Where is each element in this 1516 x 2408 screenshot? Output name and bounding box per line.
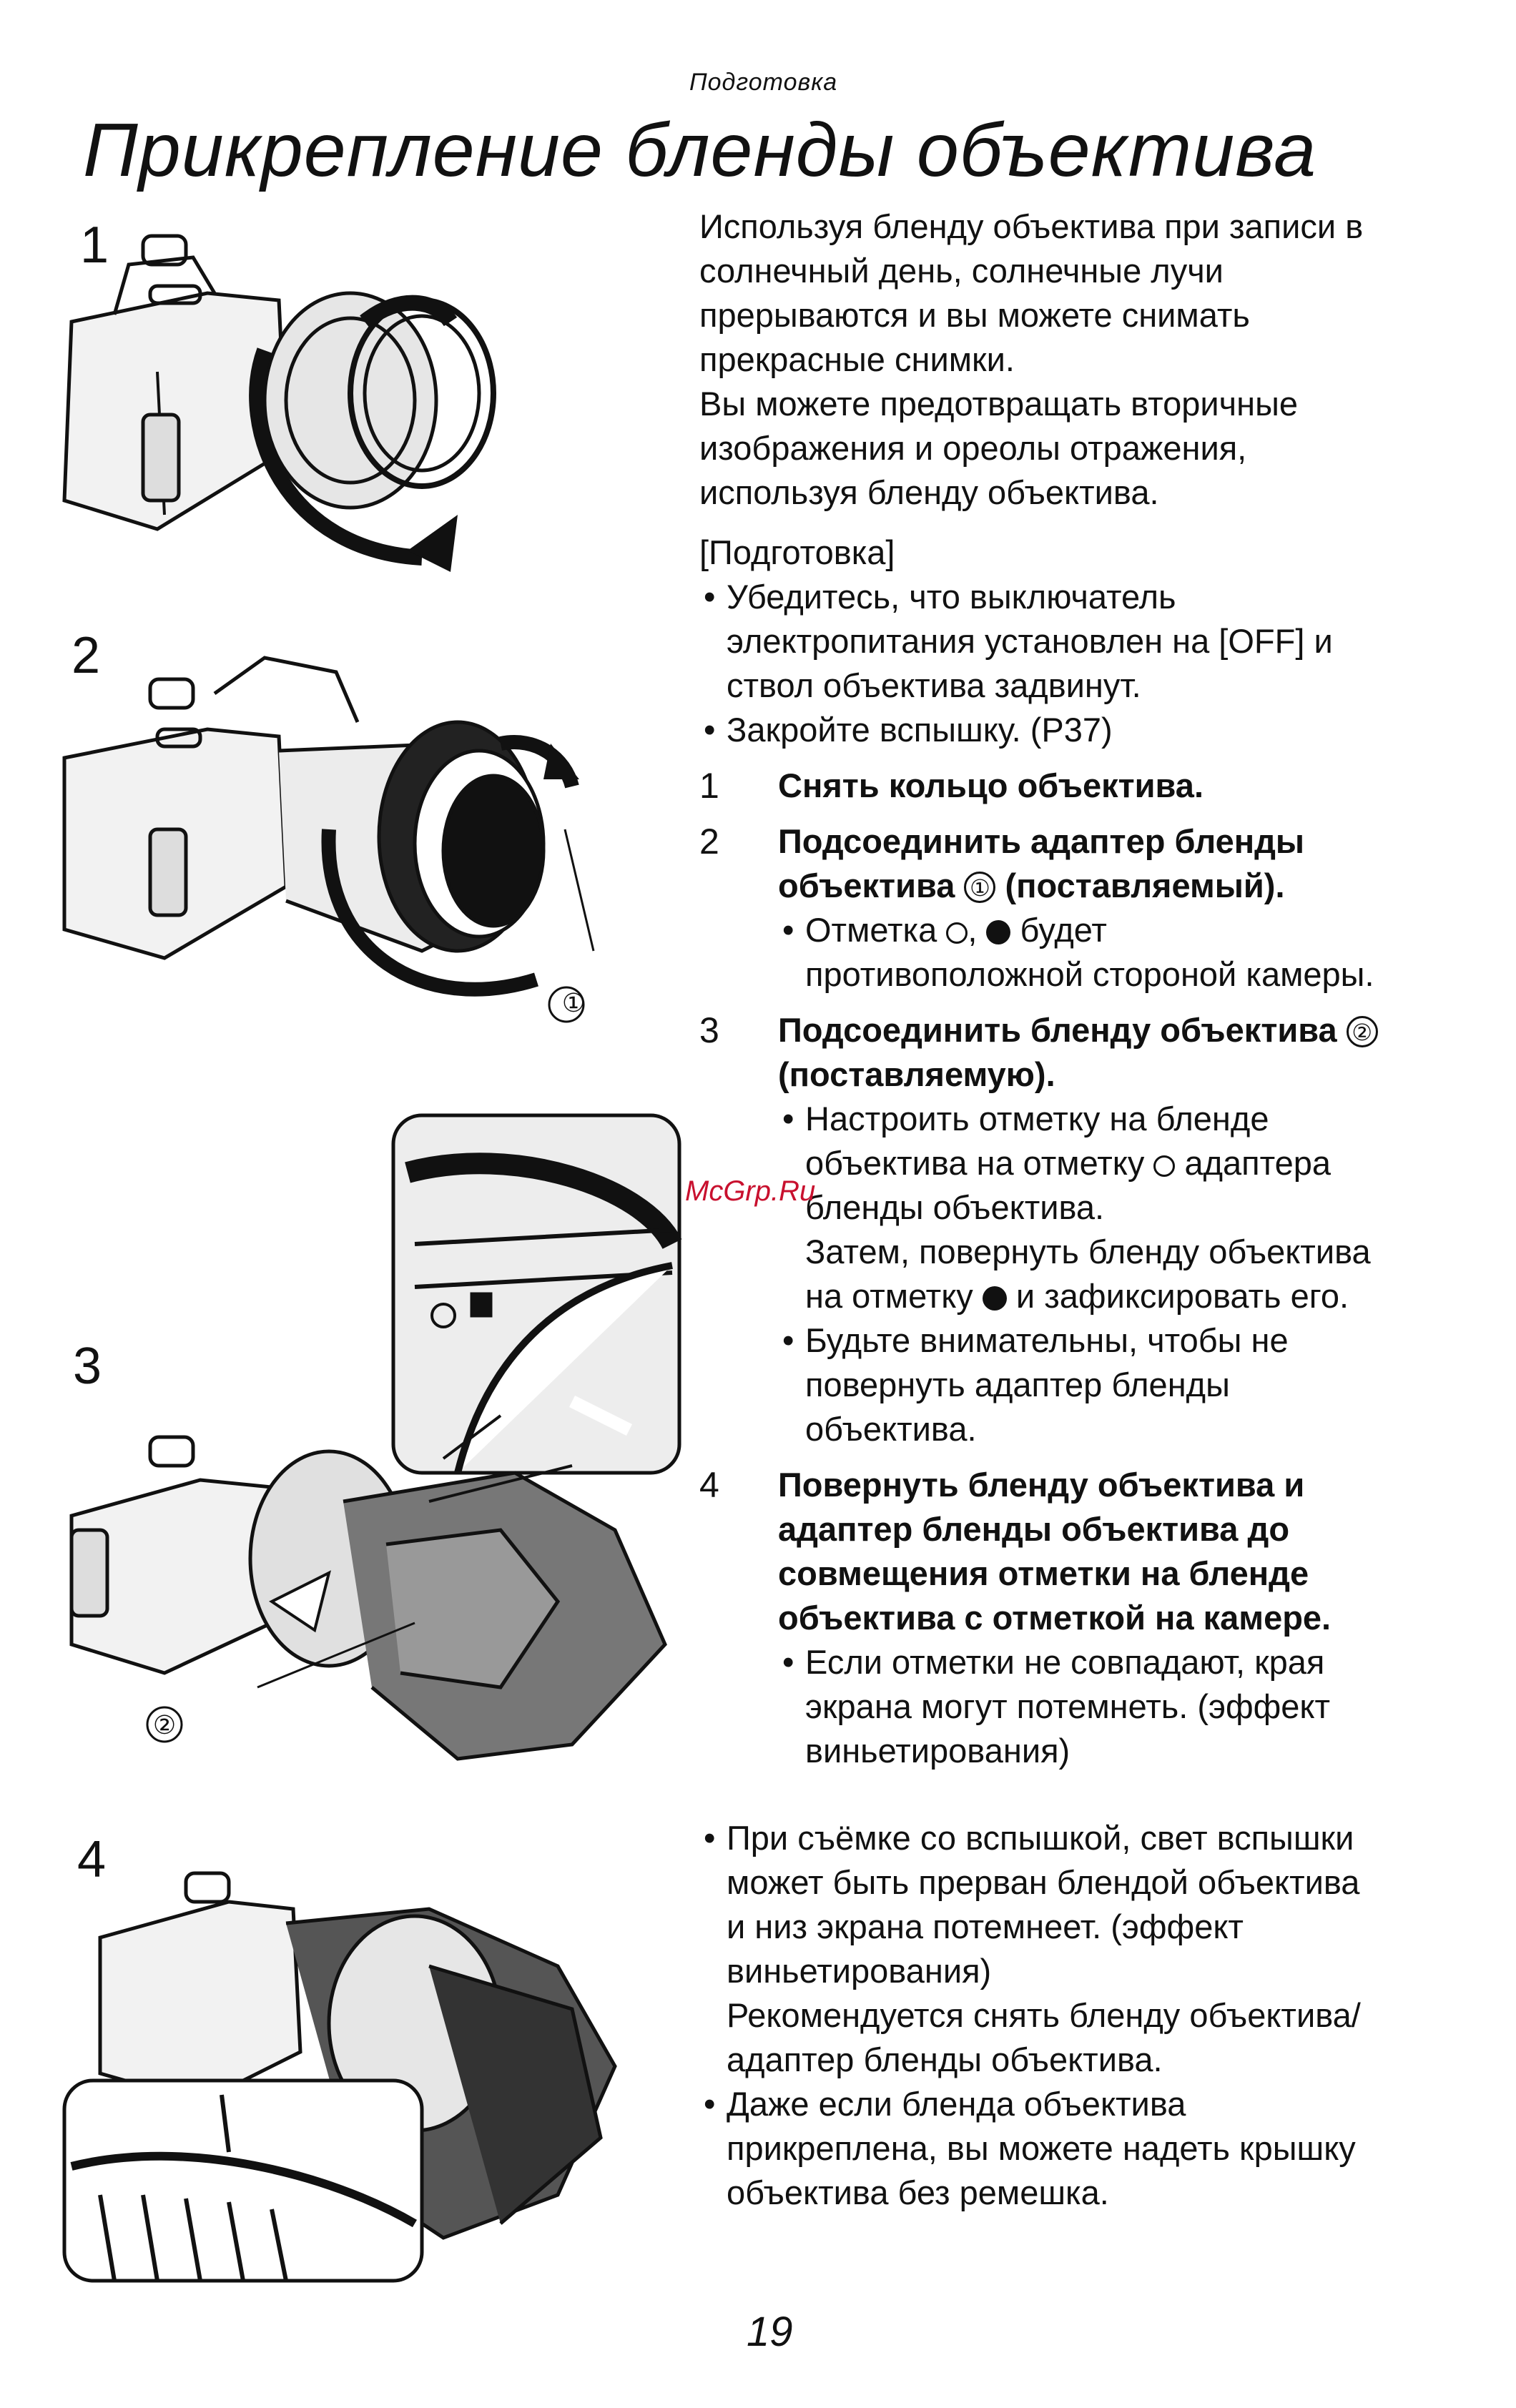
text-span: (поставляемый). xyxy=(1005,867,1285,904)
step-4-note: Если отметки не совпадают, края экрана м… xyxy=(778,1640,1472,1773)
filled-circle-mark-icon xyxy=(982,1286,1007,1311)
step-number: 2 xyxy=(699,821,719,862)
text-line: объектива без ремешка. xyxy=(727,2173,1109,2211)
text-line: изображения и ореолы отражения, xyxy=(699,429,1247,467)
text-line: объектива с отметкой на камере. xyxy=(778,1599,1332,1637)
step-heading: Повернуть бленду объектива и адаптер бле… xyxy=(778,1463,1472,1640)
text-line: Рекомендуется снять бленду объектива/ xyxy=(727,1996,1361,2034)
step-heading: Подсоединить адаптер бленды xyxy=(778,822,1305,860)
text-line: и низ экрана потемнеет. (эффект xyxy=(727,1908,1244,1945)
step-number: 3 xyxy=(699,1010,719,1050)
text-line: ствол объектива задвинут. xyxy=(727,666,1141,704)
step-3-note-2: Будьте внимательны, чтобы не повернуть а… xyxy=(778,1318,1472,1451)
text-line: виньетирования) xyxy=(805,1732,1070,1770)
text-line: прикреплена, вы можете надеть крышку xyxy=(727,2129,1356,2167)
figure-3-callout: ② xyxy=(152,1710,177,1740)
step-3-note-1-line: Затем, повернуть бленду объектива xyxy=(805,1233,1371,1270)
text-line: Даже если бленда объектива xyxy=(727,2085,1186,2123)
step-number: 4 xyxy=(699,1465,719,1505)
text-span: , xyxy=(968,911,978,949)
text-line: используя бленду объектива. xyxy=(699,473,1159,511)
text-line: объектива. xyxy=(805,1410,977,1448)
step-2: 2 Подсоединить адаптер бленды объектива … xyxy=(699,819,1472,997)
final-bullet-2: Даже если бленда объектива прикреплена, … xyxy=(699,2082,1472,2215)
text-line: виньетирования) xyxy=(727,1952,992,1990)
text-line: может быть прерван блендой объектива xyxy=(727,1863,1360,1901)
text-span: на отметку xyxy=(805,1277,973,1315)
text-line: адаптер бленды объектива до xyxy=(778,1510,1290,1548)
text-line: Используя бленду объектива при записи в xyxy=(699,207,1364,245)
text-span: будет xyxy=(1020,911,1107,949)
figure-number-2: 2 xyxy=(72,627,101,684)
text-line: электропитания установлен на [OFF] и xyxy=(727,622,1333,660)
step-2-note: Отметка , будет xyxy=(778,908,1472,952)
intro-paragraph-2: Вы можете предотвращать вторичные изобра… xyxy=(699,382,1472,515)
prep-label: [Подготовка] xyxy=(699,533,895,571)
text-line: При съёмке со вспышкой, свет вспышки xyxy=(727,1819,1354,1857)
text-line: прекрасные снимки. xyxy=(699,340,1015,378)
prep-bullet-2: Закройте вспышку. (P37) xyxy=(699,708,1472,752)
callout-number-1: ① xyxy=(964,872,996,903)
step-3: 3 Подсоединить бленду объектива ② (поста… xyxy=(699,1008,1472,1451)
text-line: Будьте внимательны, чтобы не xyxy=(805,1321,1289,1359)
step-3-note-1-line: на отметку и зафиксировать его. xyxy=(778,1274,1472,1318)
callout-number-2: ② xyxy=(1346,1016,1378,1047)
watermark: McGrp.Ru xyxy=(685,1175,816,1207)
figure-2-illustration xyxy=(62,656,595,1023)
step-3-note-1: Настроить отметку на бленде xyxy=(778,1097,1472,1141)
figure-number-3: 3 xyxy=(73,1338,102,1395)
figure-number-4: 4 xyxy=(77,1831,107,1888)
step-1: 1 Снять кольцо объектива. xyxy=(699,764,1472,808)
figure-2-callout: ① xyxy=(561,988,586,1017)
hollow-circle-mark-icon xyxy=(1153,1155,1176,1177)
step-heading: Снять кольцо объектива. xyxy=(778,766,1204,804)
hollow-circle-mark-icon xyxy=(946,922,968,944)
step-2-note-cont: противоположной стороной камеры. xyxy=(805,955,1374,993)
filled-circle-mark-icon xyxy=(986,920,1011,944)
step-4: 4 Повернуть бленду объектива и адаптер б… xyxy=(699,1463,1472,1773)
text-span: объектива на отметку xyxy=(805,1144,1145,1182)
step-heading: Подсоединить бленду объектива ② xyxy=(778,1008,1472,1052)
step-heading-line-2: объектива ① (поставляемый). xyxy=(778,864,1472,908)
text-line: солнечный день, солнечные лучи xyxy=(699,252,1224,290)
text-line: прерываются и вы можете снимать xyxy=(699,296,1250,334)
instruction-column: Используя бленду объектива при записи в … xyxy=(699,204,1472,2215)
figure-number-1: 1 xyxy=(80,217,109,274)
figure-4-illustration xyxy=(62,1871,617,2283)
text-span: Подсоединить бленду объектива xyxy=(778,1011,1337,1049)
text-span: Отметка xyxy=(805,911,937,949)
page-title: Прикрепление бленды объектива xyxy=(83,108,1317,192)
text-line: повернуть адаптер бленды xyxy=(805,1366,1230,1403)
text-span: адаптера xyxy=(1184,1144,1332,1182)
text-line: Если отметки не совпадают, края xyxy=(805,1643,1325,1681)
step-number: 1 xyxy=(699,766,719,806)
text-span: и зафиксировать его. xyxy=(1015,1277,1349,1315)
prep-bullet-1: Убедитесь, что выключатель электропитани… xyxy=(699,575,1472,708)
text-line: совмещения отметки на бленде xyxy=(778,1554,1309,1592)
page-number: 19 xyxy=(747,2309,793,2355)
step-3-note-1-line: бленды объектива. xyxy=(805,1188,1105,1226)
figure-3-illustration xyxy=(69,1113,682,1761)
text-line: Повернуть бленду объектива и xyxy=(778,1466,1305,1504)
step-3-note-1-line: объектива на отметку адаптера xyxy=(778,1141,1472,1185)
section-label: Подготовка xyxy=(689,69,838,96)
step-heading-line-2: (поставляемую). xyxy=(778,1055,1055,1093)
text-line: экрана могут потемнеть. (эффект xyxy=(805,1687,1331,1725)
text-line: Убедитесь, что выключатель xyxy=(727,578,1176,616)
figure-1-illustration xyxy=(62,234,496,572)
intro-paragraph-1: Используя бленду объектива при записи в … xyxy=(699,204,1472,382)
text-line: адаптер бленды объектива. xyxy=(727,2041,1163,2078)
text-span: объектива xyxy=(778,867,955,904)
text-line: Вы можете предотвращать вторичные xyxy=(699,385,1299,423)
final-bullet-1: При съёмке со вспышкой, свет вспышки мож… xyxy=(699,1816,1472,2082)
